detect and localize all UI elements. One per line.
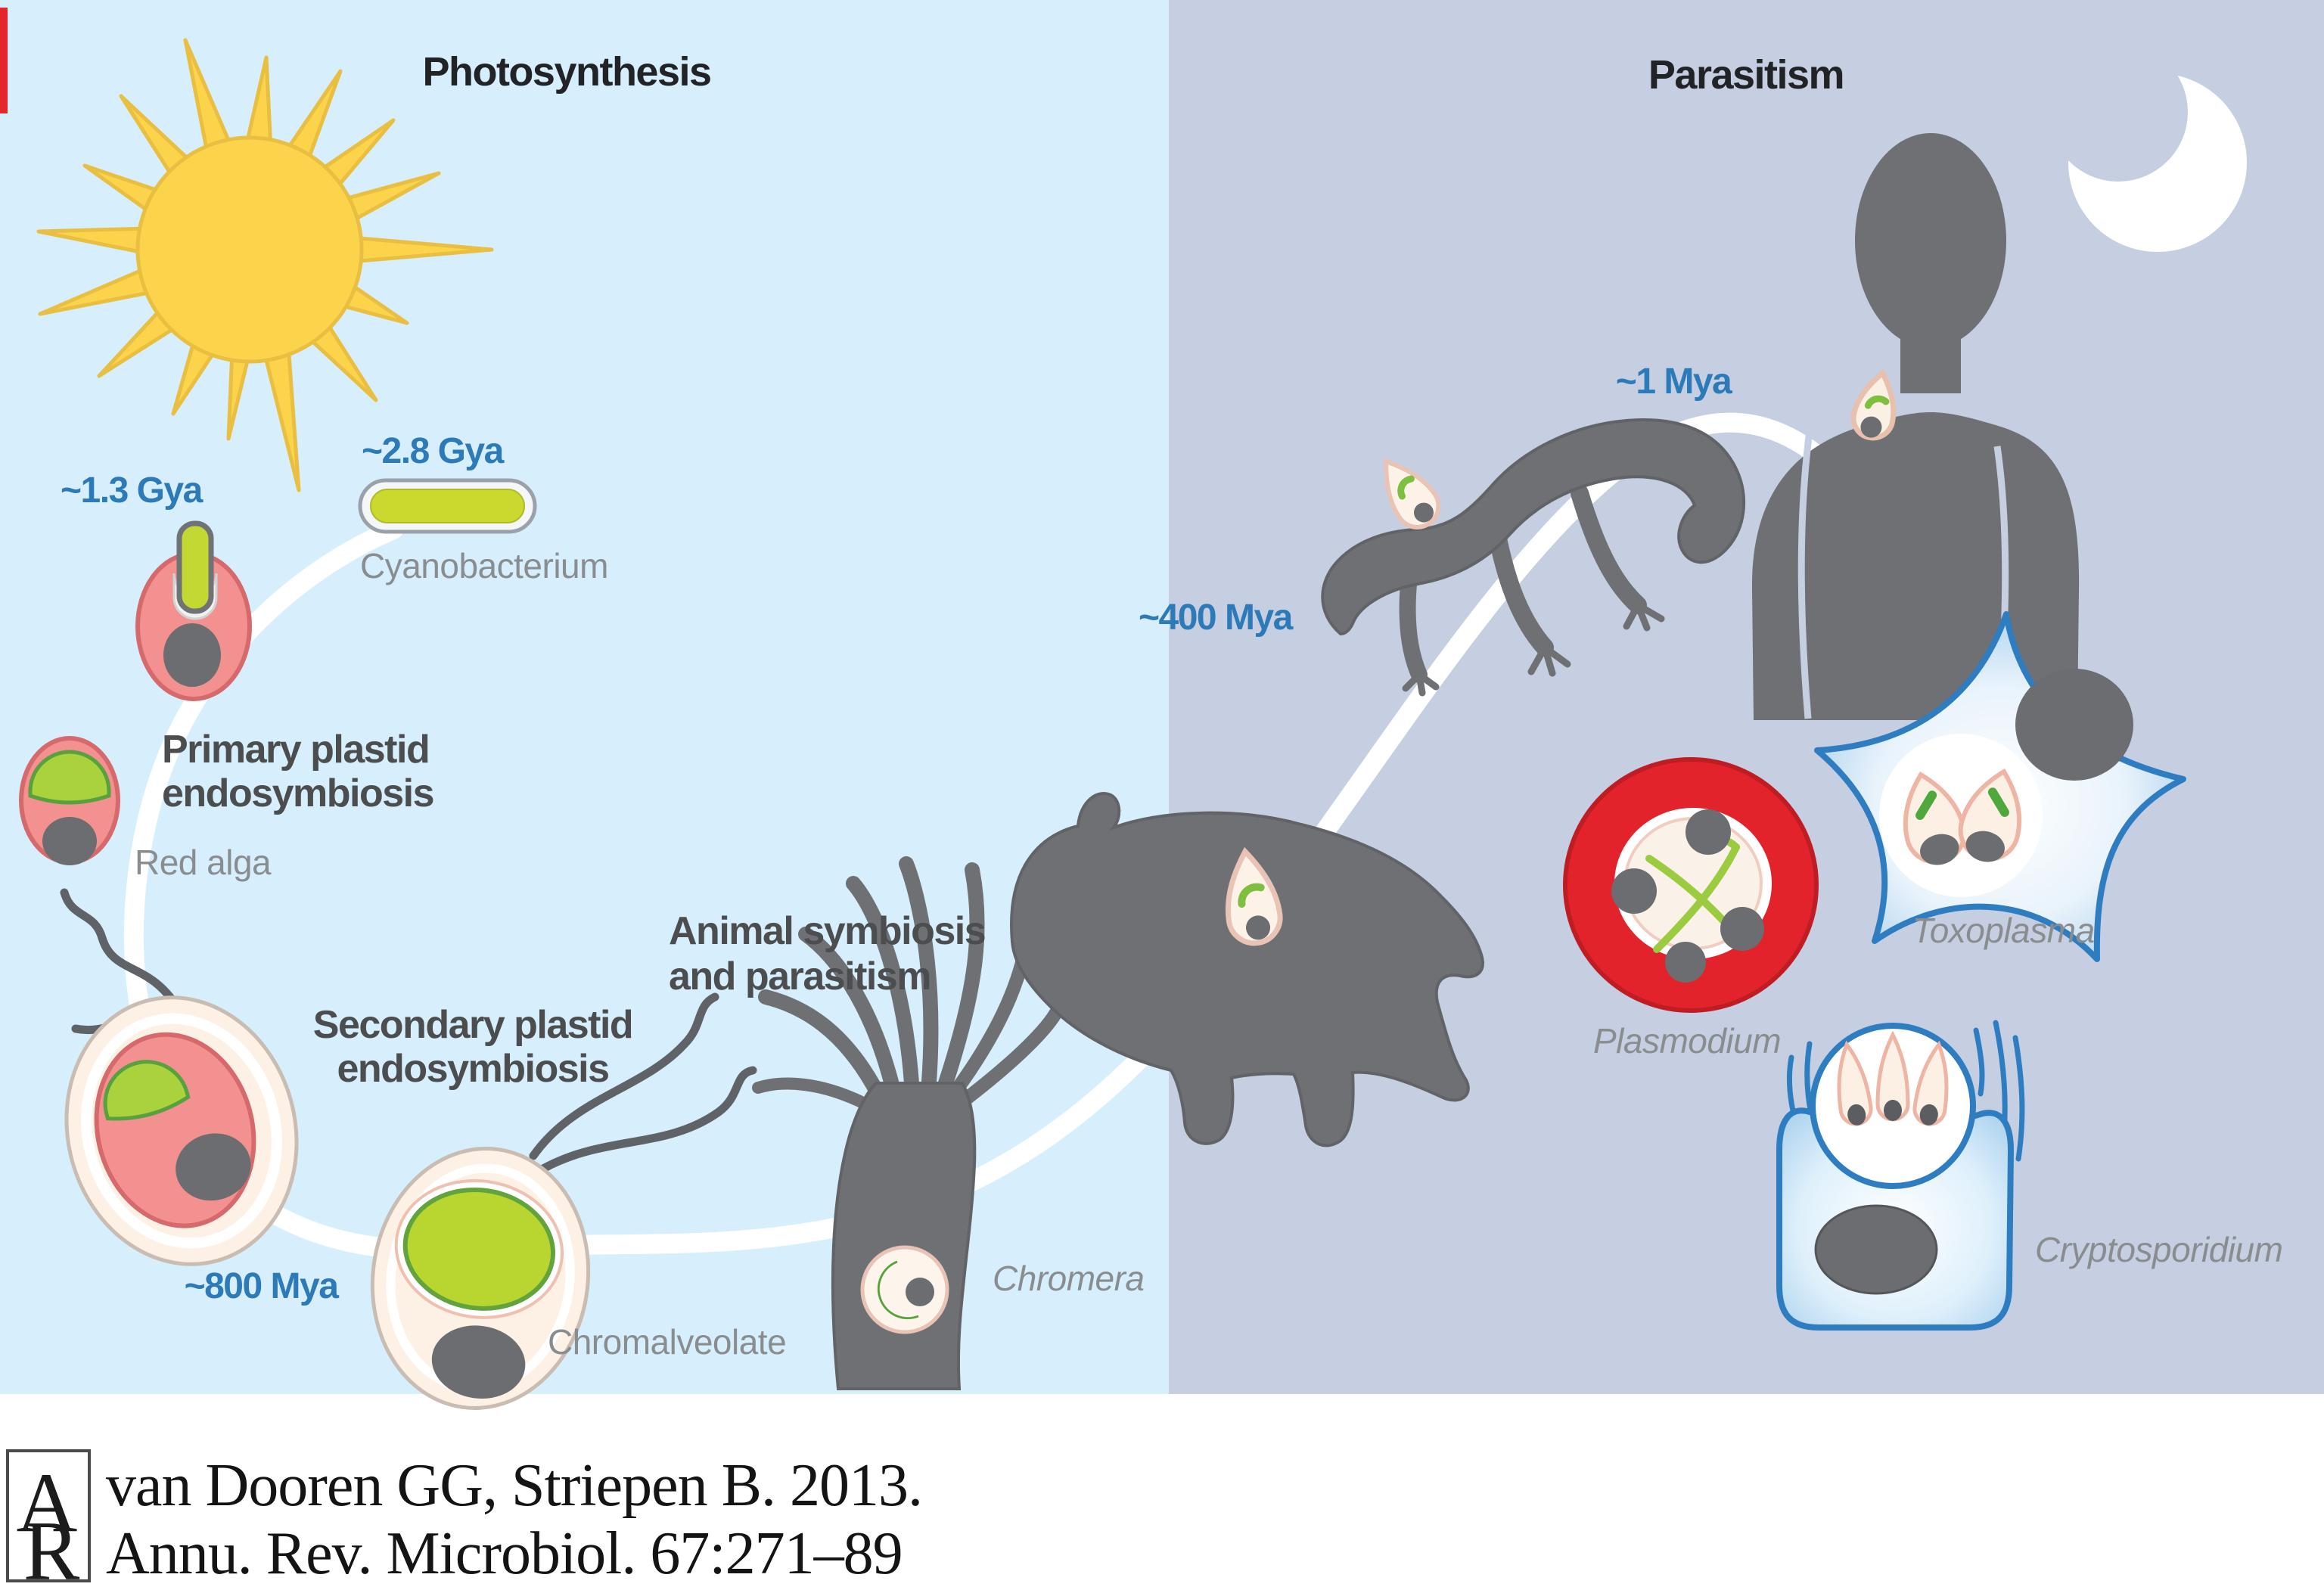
citation-line1: van Dooren GG, Striepen B. 2013.: [106, 1452, 922, 1519]
sun-icon: [36, 38, 494, 492]
logo-letter-a: A: [17, 1456, 78, 1550]
moon-icon: [2049, 42, 2247, 252]
logo-letter-r: R: [23, 1504, 80, 1593]
chromera-label: Chromera: [993, 1259, 1145, 1298]
flagella: [529, 992, 757, 1173]
toxoplasma-label: Toxoplasma: [1912, 911, 2094, 950]
plasmodium-cell: [1563, 757, 1819, 1013]
merozoite-nuclei: [1611, 809, 1764, 983]
time-label-2-8-gya: ~2.8 Gya: [362, 431, 505, 471]
cyanobacterium-cell: [358, 478, 537, 534]
fish-apicoplast-inset: [1225, 846, 1283, 946]
chromera-body: [831, 1082, 977, 1390]
nucleus: [42, 817, 97, 865]
salamander-silhouette: [1321, 418, 1746, 697]
chromera-plastid-inset: [860, 1245, 949, 1334]
chromera-organism: [752, 856, 1064, 1390]
secondary-endosymbiosis-label-line2: endosymbiosis: [337, 1047, 608, 1091]
arm-crease: [1797, 430, 1813, 719]
toxoplasma-parasite: [1903, 771, 1967, 865]
plastid: [28, 750, 111, 805]
red-alga-cell: [19, 736, 120, 865]
animal-symbiosis-label-line1: Animal symbiosis: [669, 909, 985, 953]
secondary-endosymbiosis-label-line1: Secondary plastid: [313, 1003, 632, 1047]
left-panel-title: Photosynthesis: [422, 49, 710, 95]
time-label-400-mya: ~400 Mya: [1139, 598, 1294, 638]
nucleus: [176, 1133, 251, 1201]
plastid: [103, 1060, 191, 1121]
time-label-1-mya: ~1 Mya: [1616, 362, 1732, 402]
citation-line2: Annu. Rev. Microbiol. 67:271–89: [106, 1520, 903, 1587]
crypto-parasites: [1837, 1030, 1949, 1126]
plasmodium-label: Plasmodium: [1593, 1021, 1781, 1060]
fish-silhouette: [1010, 792, 1484, 1147]
primary-endosymbiosis-label-line1: Primary plastid: [162, 728, 429, 772]
secondary-endosymbiosis-cell: [60, 888, 299, 1266]
chromalveolate-cell: [370, 992, 757, 1410]
citation-band: [0, 1394, 2324, 1593]
human-apicoplast-inset: [1850, 368, 1897, 441]
nucleus: [163, 623, 221, 687]
primary-endosymbiosis-cell: [135, 520, 252, 701]
salamander-legs: [1399, 484, 1665, 697]
right-panel-title: Parasitism: [1648, 52, 1844, 98]
primary-endosymbiosis-label-line2: endosymbiosis: [162, 772, 433, 815]
chromalveolate-label: Chromalveolate: [548, 1322, 786, 1362]
cyanobacterium-label: Cyanobacterium: [360, 546, 608, 585]
left-edge-red-artifact: [0, 8, 8, 113]
annual-reviews-logo: A R: [6, 1449, 91, 1593]
nucleus: [431, 1325, 526, 1399]
host-nucleus: [2015, 669, 2133, 781]
salamander-apicoplast-inset: [1384, 458, 1441, 529]
host-nucleus: [1814, 1204, 1938, 1295]
cryptosporidium-label: Cryptosporidium: [2035, 1230, 2282, 1269]
time-label-800-mya: ~800 Mya: [185, 1266, 340, 1306]
time-label-1-3-gya: ~1.3 Gya: [61, 470, 204, 511]
animal-symbiosis-label-line2: and parasitism: [669, 955, 931, 998]
human-silhouette: [1751, 133, 2080, 720]
engulfed-cyanobacterium: [176, 520, 214, 614]
tentacles: [752, 856, 1064, 1110]
toxoplasma-cell: [1814, 611, 2186, 962]
toxoplasma-parasite: [1958, 768, 2022, 862]
plastid: [402, 1187, 556, 1311]
cryptosporidium-cell: [1776, 1020, 2025, 1331]
red-alga-label: Red alga: [135, 843, 272, 882]
